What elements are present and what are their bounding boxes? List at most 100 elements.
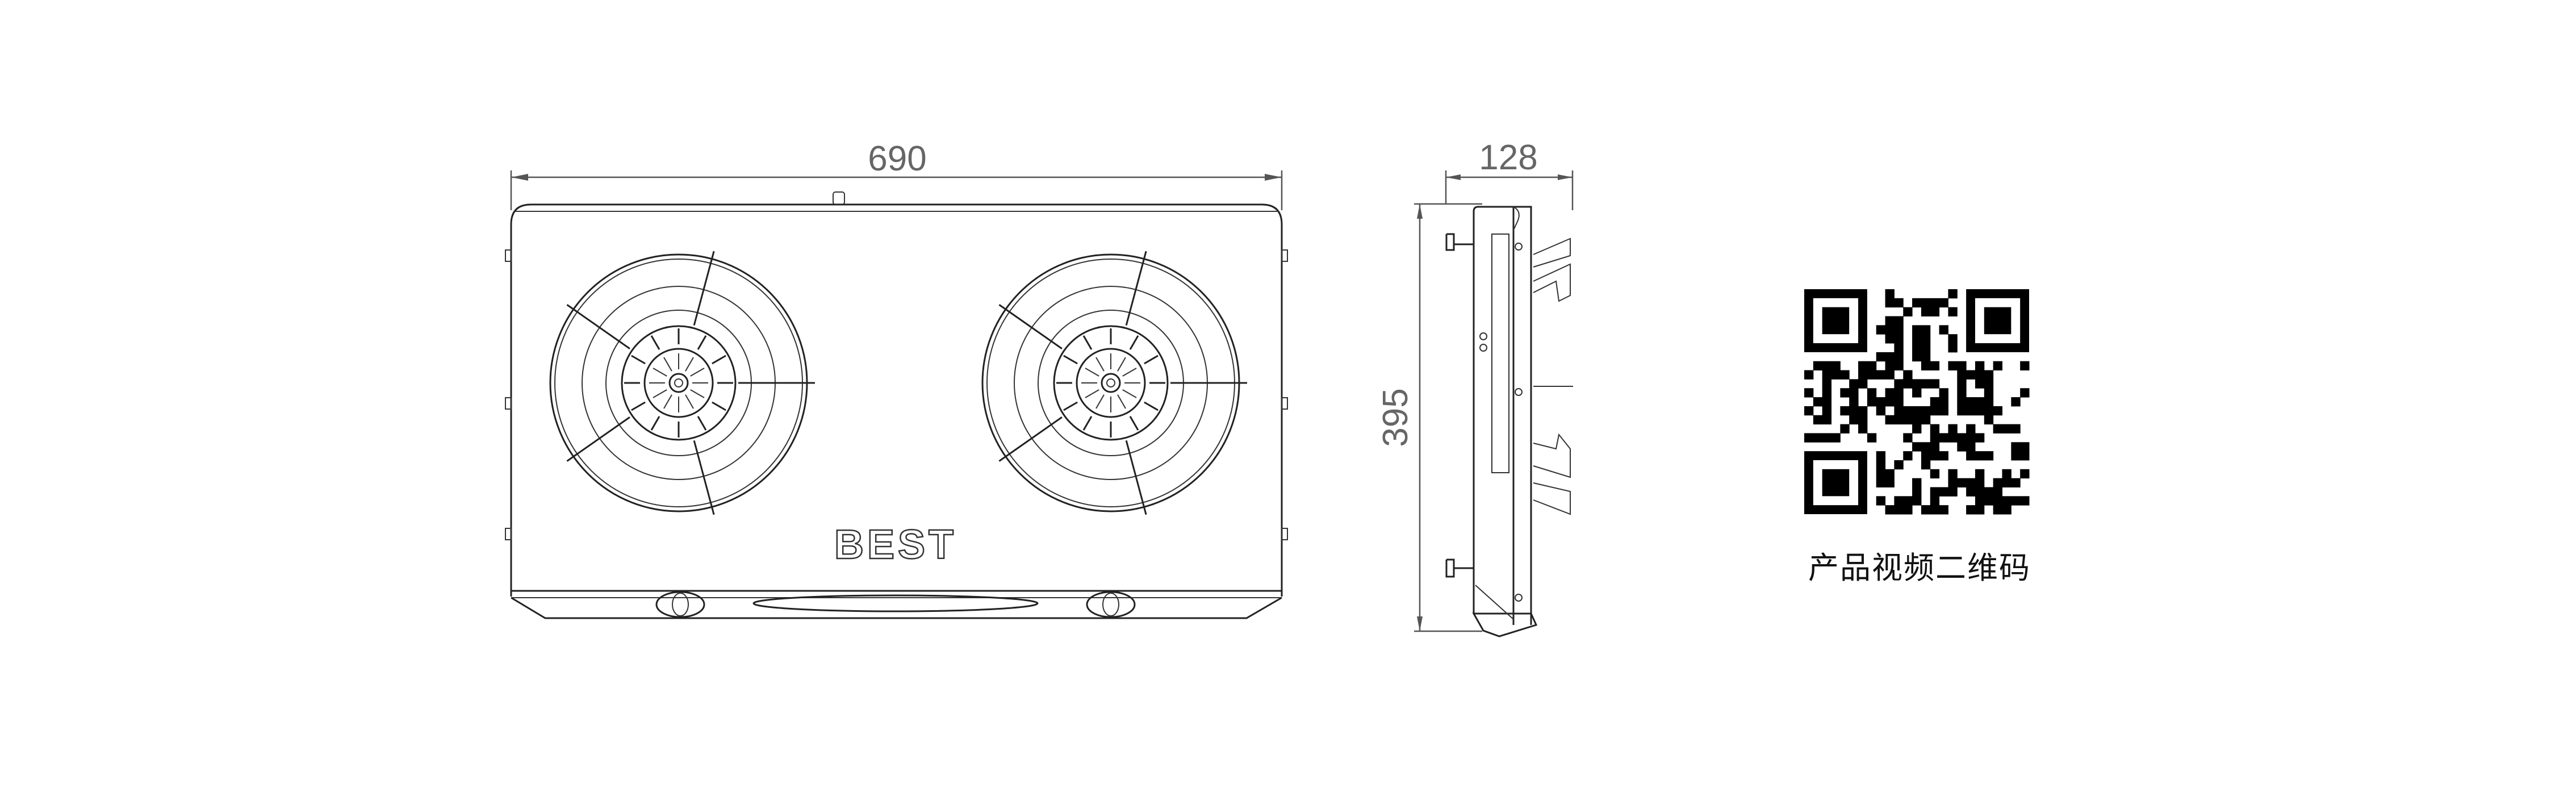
qr-module bbox=[1849, 397, 1859, 407]
qr-module bbox=[1822, 415, 1832, 425]
qr-module bbox=[1813, 415, 1823, 425]
control-knobs bbox=[655, 591, 1136, 618]
qr-module bbox=[1921, 406, 1931, 416]
qr-module bbox=[1975, 451, 1985, 461]
qr-module bbox=[1822, 388, 1832, 398]
qr-module bbox=[1921, 343, 1931, 353]
qr-module bbox=[1948, 289, 1958, 299]
qr-module bbox=[1858, 379, 1868, 389]
qr-module bbox=[1822, 406, 1832, 416]
qr-module bbox=[1957, 388, 1967, 398]
qr-module bbox=[1858, 361, 1868, 371]
pan-support bbox=[1125, 440, 1147, 515]
qr-module bbox=[1966, 370, 1976, 380]
qr-module bbox=[1948, 424, 1958, 433]
qr-module bbox=[1993, 406, 2002, 416]
qr-code[interactable] bbox=[1804, 289, 2030, 515]
qr-module bbox=[1885, 361, 1895, 371]
qr-module bbox=[1930, 406, 1940, 416]
qr-module bbox=[1930, 433, 1940, 443]
qr-module bbox=[1840, 370, 1850, 380]
qr-module bbox=[1912, 424, 1922, 433]
qr-module bbox=[1894, 388, 1904, 398]
qr-module bbox=[1921, 451, 1931, 461]
qr-module bbox=[1885, 397, 1895, 407]
qr-module bbox=[1894, 352, 1904, 362]
qr-module bbox=[1858, 424, 1868, 433]
qr-module bbox=[1966, 424, 1976, 433]
qr-module bbox=[1930, 298, 1940, 308]
qr-module bbox=[1804, 370, 1814, 380]
qr-module bbox=[1930, 307, 1940, 317]
qr-module bbox=[1885, 316, 1895, 326]
qr-module bbox=[1822, 370, 1832, 380]
qr-module bbox=[1885, 325, 1895, 335]
qr-module bbox=[1975, 478, 1985, 487]
qr-finder-pattern bbox=[1804, 451, 1867, 514]
qr-module bbox=[1876, 370, 1886, 380]
qr-module bbox=[1966, 397, 1976, 407]
qr-module bbox=[1903, 505, 1913, 515]
qr-module bbox=[1966, 505, 1976, 515]
qr-module bbox=[1957, 397, 1967, 407]
qr-module bbox=[1966, 442, 1976, 452]
qr-module bbox=[1966, 451, 1976, 461]
qr-module bbox=[1975, 505, 1985, 515]
qr-module bbox=[1921, 442, 1931, 452]
qr-module bbox=[1984, 451, 1994, 461]
depth-dimension: 128 bbox=[1445, 138, 1574, 210]
qr-module bbox=[1984, 379, 1994, 389]
qr-module bbox=[1894, 343, 1904, 353]
qr-module bbox=[1894, 397, 1904, 407]
qr-module bbox=[1849, 388, 1859, 398]
qr-module bbox=[1885, 388, 1895, 398]
pan-support bbox=[693, 440, 715, 515]
qr-module bbox=[1948, 469, 1958, 479]
qr-module bbox=[1885, 370, 1895, 380]
qr-module bbox=[1867, 370, 1877, 380]
qr-module bbox=[1975, 406, 1985, 416]
qr-module bbox=[1939, 388, 1948, 398]
qr-module bbox=[1966, 406, 1976, 416]
qr-module bbox=[1831, 370, 1841, 380]
qr-module bbox=[1957, 379, 1967, 389]
qr-module bbox=[1984, 487, 1994, 497]
qr-module bbox=[1894, 334, 1904, 344]
pan-support bbox=[998, 416, 1063, 462]
qr-module bbox=[2020, 361, 2030, 371]
qr-module bbox=[1957, 442, 1967, 452]
qr-module bbox=[1912, 298, 1922, 308]
qr-module bbox=[1912, 406, 1922, 416]
side-body bbox=[1445, 206, 1573, 637]
burners bbox=[549, 251, 1247, 515]
qr-module bbox=[1921, 325, 1931, 335]
qr-module bbox=[1912, 487, 1922, 497]
qr-module bbox=[1993, 478, 2002, 487]
qr-module bbox=[1912, 343, 1922, 353]
qr-module bbox=[1921, 361, 1931, 371]
qr-module bbox=[1885, 415, 1895, 425]
qr-module bbox=[2011, 496, 2021, 506]
qr-module bbox=[1939, 397, 1948, 407]
qr-module bbox=[1939, 325, 1948, 335]
qr-caption: 产品视频二维码 bbox=[1808, 550, 2031, 586]
qr-module bbox=[1966, 487, 1976, 497]
qr-module bbox=[1930, 505, 1940, 515]
width-dimension: 690 bbox=[510, 139, 1283, 210]
width-dimension-label: 690 bbox=[868, 139, 926, 178]
depth-dimension-label: 128 bbox=[1479, 138, 1537, 177]
qr-module bbox=[1948, 433, 1958, 443]
qr-module bbox=[1894, 298, 1904, 308]
qr-module bbox=[1840, 424, 1850, 433]
qr-module bbox=[1885, 469, 1895, 479]
qr-module bbox=[1822, 433, 1832, 443]
qr-module bbox=[1867, 361, 1877, 371]
qr-module bbox=[1885, 478, 1895, 487]
qr-module bbox=[1948, 307, 1958, 317]
qr-module bbox=[1975, 469, 1985, 479]
qr-module bbox=[2011, 424, 2021, 433]
qr-module bbox=[1876, 406, 1886, 416]
qr-module bbox=[1876, 397, 1886, 407]
qr-module bbox=[1876, 496, 1886, 506]
